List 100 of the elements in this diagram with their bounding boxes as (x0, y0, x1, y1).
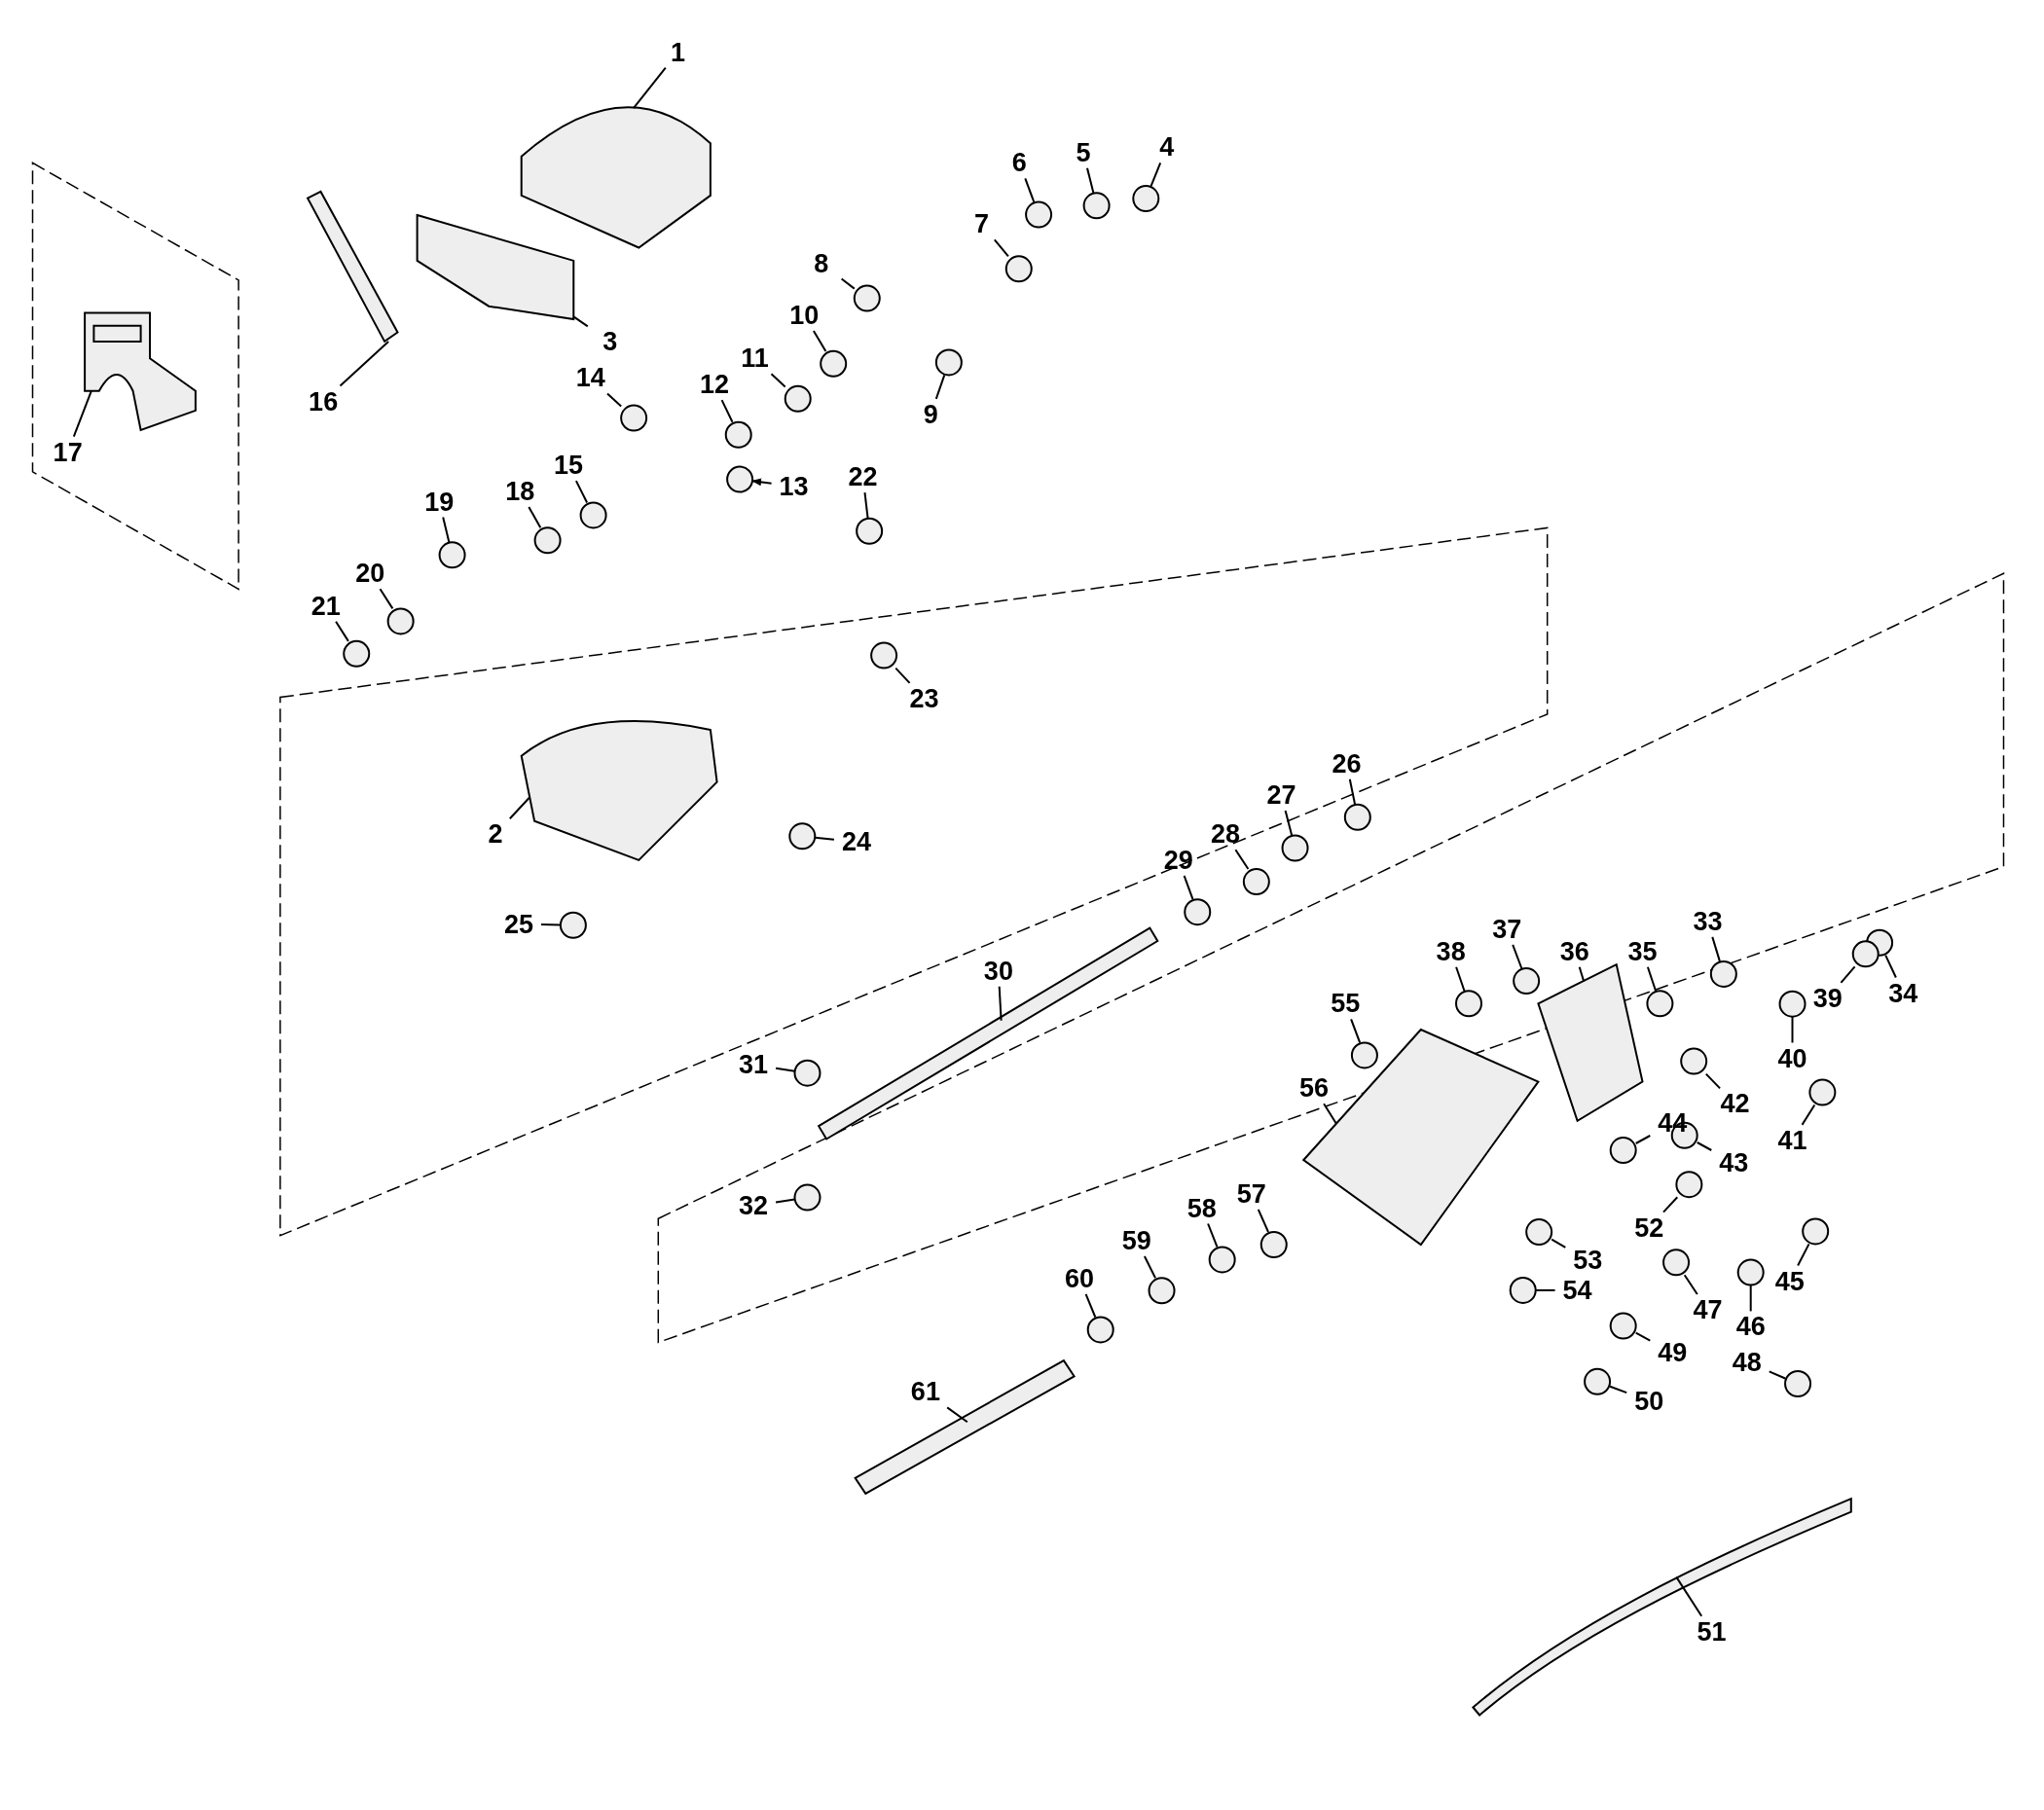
leader-line (1024, 177, 1036, 203)
leader-line (1662, 1196, 1679, 1213)
part-drawing (1609, 1312, 1637, 1340)
callout-number: 41 (1770, 1124, 1815, 1156)
leader-line (1512, 943, 1523, 969)
callout-number: 28 (1202, 818, 1248, 851)
leader-line (1646, 965, 1658, 993)
callout-number: 5 (1060, 136, 1106, 168)
leader-line (998, 985, 1003, 1022)
leader-line (1840, 965, 1856, 984)
part-drawing (1662, 1249, 1691, 1277)
leader-line (528, 505, 542, 529)
callout-number: 49 (1650, 1337, 1696, 1369)
part-drawing (416, 213, 575, 321)
callout-number: 56 (1292, 1072, 1336, 1104)
callout-number: 36 (1551, 935, 1597, 967)
leader-line (1348, 778, 1357, 806)
leader-line (1609, 1385, 1628, 1394)
leader-line (339, 340, 390, 387)
part-drawing (1472, 1498, 1852, 1717)
part-drawing (386, 607, 415, 635)
part-drawing (1132, 185, 1160, 213)
callout-number: 54 (1554, 1274, 1600, 1306)
callout-number: 53 (1565, 1245, 1611, 1277)
part-drawing (1784, 1370, 1812, 1397)
part-drawing (520, 720, 718, 861)
leader-line (812, 330, 827, 352)
part-drawing (343, 639, 371, 668)
leader-line (840, 277, 856, 290)
leader-line (946, 1406, 968, 1424)
part-drawing (870, 641, 898, 670)
leader-line (1183, 874, 1194, 901)
callout-number: 43 (1711, 1146, 1757, 1178)
part-drawing (1082, 192, 1111, 220)
callout-number: 24 (833, 826, 879, 858)
leader-line (1797, 1243, 1810, 1267)
callout-number: 32 (731, 1189, 777, 1221)
leader-line (632, 66, 667, 110)
callout-number: 23 (901, 682, 947, 714)
callout-number: 39 (1805, 982, 1850, 1014)
part-drawing (579, 501, 607, 529)
part-drawing (934, 348, 963, 377)
leader-line (814, 836, 835, 841)
callout-number: 35 (1620, 935, 1665, 967)
part-drawing (1680, 1047, 1708, 1075)
leader-line (540, 923, 562, 926)
callout-number: 58 (1179, 1192, 1224, 1224)
callout-number: 10 (782, 300, 827, 332)
part-drawing (1148, 1277, 1176, 1305)
part-drawing (1025, 200, 1053, 229)
leader-line (1284, 810, 1294, 837)
leader-line (1749, 1284, 1752, 1313)
callout-number: 7 (959, 208, 1004, 240)
leader-line (1323, 1103, 1337, 1125)
leader-line (775, 1067, 796, 1072)
leader-line (1578, 965, 1586, 983)
callout-number: 47 (1685, 1294, 1731, 1325)
leader-line (1711, 935, 1721, 962)
part-drawing (1509, 1276, 1537, 1304)
leader-line (606, 392, 623, 408)
part-drawing (520, 106, 712, 249)
callout-number: 42 (1712, 1088, 1758, 1120)
leader-line (863, 491, 869, 520)
leader-line (1768, 1370, 1787, 1380)
part-drawing (1709, 959, 1737, 988)
part-drawing (1086, 1316, 1114, 1344)
callout-number: 4 (1144, 131, 1189, 163)
part-drawing (1778, 990, 1807, 1018)
callout-number: 25 (496, 908, 542, 940)
callout-number: 1 (655, 36, 701, 68)
callout-number: 29 (1155, 844, 1201, 876)
callout-number: 3 (587, 325, 633, 357)
part-drawing (1808, 1078, 1837, 1106)
part-drawing (1004, 255, 1033, 283)
leader-line (1143, 1255, 1156, 1280)
part-drawing (1802, 1217, 1830, 1246)
callout-number: 55 (1323, 988, 1369, 1020)
leader-line (1884, 954, 1897, 979)
leader-line (508, 796, 530, 820)
part-drawing (853, 284, 881, 312)
leader-line (1791, 1015, 1794, 1044)
callout-number: 45 (1767, 1265, 1812, 1297)
leader-line (1551, 1238, 1567, 1249)
leader-line (72, 389, 92, 438)
leader-line (335, 620, 349, 642)
callout-number: 34 (1880, 977, 1926, 1009)
part-drawing (1851, 940, 1880, 968)
callout-number: 51 (1689, 1615, 1734, 1647)
leader-line (720, 399, 734, 423)
callout-number: 33 (1685, 905, 1731, 937)
leader-line (1086, 166, 1095, 195)
part-drawing (1184, 898, 1212, 926)
leader-line (894, 667, 911, 684)
part-drawing (559, 911, 587, 939)
callout-number: 22 (840, 461, 886, 493)
leader-line (775, 1198, 796, 1204)
part-drawing (1281, 834, 1309, 862)
part-drawing (1609, 1137, 1637, 1165)
part-drawing (820, 349, 848, 378)
part-drawing (1525, 1218, 1553, 1247)
